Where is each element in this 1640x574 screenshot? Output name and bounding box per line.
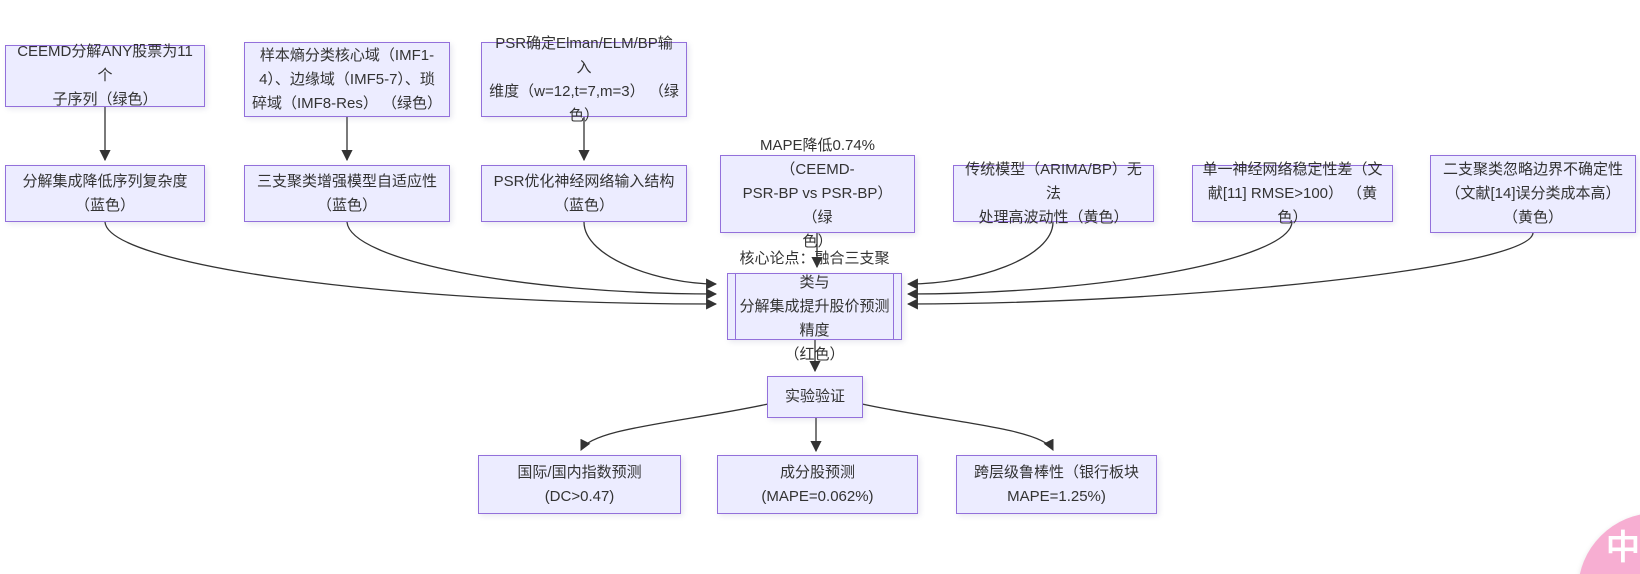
node-constituent-stock-prediction: 成分股预测 (MAPE=0.062%) [717,455,918,514]
edge-threeway-to-core [346,221,718,300]
node-decomposition-reduces-complexity: 分解集成降低序列复杂度 （蓝色） [5,165,205,222]
edge-singlenn-to-core [906,221,1293,300]
node-experiment-validation: 实验验证 [767,376,863,418]
node-psr-optimizes-input-structure: PSR优化神经网络输入结构 （蓝色） [481,165,687,222]
node-core-thesis: 核心论点：融合三支聚类与 分解集成提升股价预测精度 （红色） [727,250,902,363]
node-cross-level-robustness: 跨层级鲁棒性（银行板块 MAPE=1.25%) [956,455,1157,514]
edge-experiment-to-index [580,403,769,451]
node-single-nn-instability: 单一神经网络稳定性差（文 献[11] RMSE>100） （黄色） [1192,161,1393,226]
edge-traditional-to-core [906,221,1054,290]
subroutine-left-bar [735,274,736,339]
node-two-way-clustering-limitation: 二支聚类忽略边界不确定性 （文献[14]误分类成本高） （黄色） [1430,155,1636,233]
edge-experiment-to-robustness [861,403,1054,451]
node-three-way-clustering-adaptivity: 三支聚类增强模型自适应性 （蓝色） [244,165,450,222]
node-psr-input-dimension: PSR确定Elman/ELM/BP输入 维度（w=12,t=7,m=3） （绿 … [481,35,687,124]
node-traditional-model-limitation: 传统模型（ARIMA/BP）无法 处理高波动性（黄色） [953,161,1154,226]
subroutine-right-bar [893,274,894,339]
translate-watermark-label: 中A [1606,529,1640,567]
node-ceemd-decomposition: CEEMD分解ANY股票为11个 子序列（绿色） [5,43,205,108]
node-sample-entropy-classification: 样本熵分类核心域（IMF1- 4）、边缘域（IMF5-7）、琐 碎域（IMF8-… [244,42,450,117]
edge-twoway-to-core [906,232,1534,310]
edge-decomp-to-core [104,221,718,310]
node-mape-reduction: MAPE降低0.74%（CEEMD- PSR-BP vs PSR-BP） （绿 … [720,137,915,250]
node-index-prediction: 国际/国内指数预测 (DC>0.47) [478,455,681,514]
core-thesis-label: 核心论点：融合三支聚类与 分解集成提升股价预测精度 （红色） [739,249,890,363]
edge-psrstruct-to-core [583,221,718,290]
